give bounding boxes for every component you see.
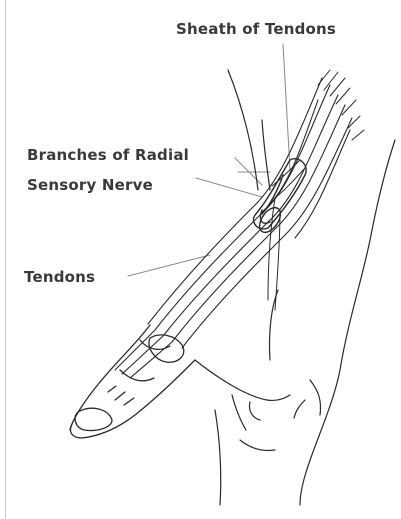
- palm: [195, 290, 321, 505]
- tendon-2: [122, 95, 338, 374]
- tendon-bundle: [115, 78, 352, 378]
- palm-crease-6: [269, 290, 278, 360]
- label-tendons: Tendons: [24, 268, 95, 286]
- thumb-joint: [140, 340, 170, 349]
- leader-nerve-b: [196, 178, 262, 197]
- forearm-inner: [262, 120, 270, 190]
- leader-sheath: [283, 44, 290, 170]
- thumb-outline-top: [70, 325, 150, 430]
- thumb-crease-2: [115, 392, 125, 400]
- tendon-4: [182, 118, 352, 348]
- thumb-crease-1: [108, 386, 116, 392]
- palm-crease-4: [310, 380, 321, 415]
- palm-outline: [195, 360, 290, 400]
- palm-crease-3: [215, 410, 221, 505]
- label-sheath-of-tendons: Sheath of Tendons: [176, 20, 336, 38]
- label-sensory-nerve: Sensory Nerve: [27, 176, 153, 194]
- tendon-end-3: [330, 78, 345, 96]
- label-branches-of-radial: Branches of Radial: [27, 146, 189, 164]
- thumbnail: [75, 408, 112, 430]
- knuckle-detail: [249, 402, 260, 420]
- forearm-outline: [228, 70, 395, 505]
- thumb: [70, 325, 195, 438]
- thumb-crease-3: [124, 398, 134, 405]
- tendon-5: [148, 78, 322, 324]
- tendon-1: [115, 85, 330, 370]
- tendon-end-7: [352, 130, 364, 140]
- tendon-ends: [318, 70, 364, 140]
- palm-crease-2: [240, 440, 275, 451]
- palm-crease-5: [294, 400, 305, 418]
- tendon-end-1: [318, 70, 330, 85]
- palm-crease-1: [232, 395, 246, 430]
